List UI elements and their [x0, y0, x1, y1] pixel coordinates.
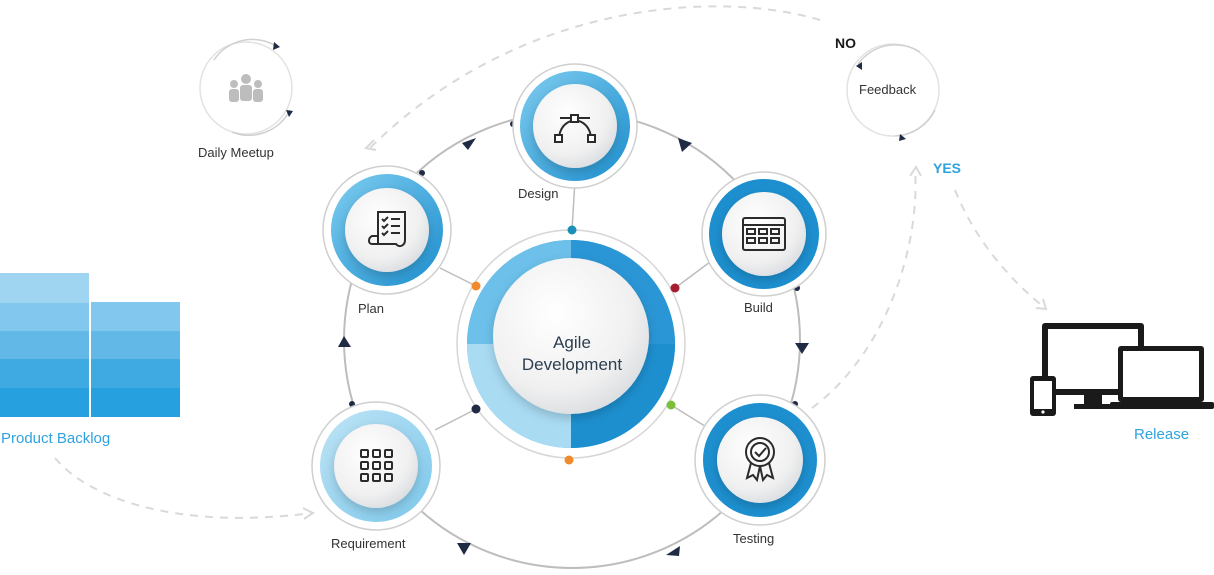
center-hub [456, 229, 686, 459]
browser-window-icon [742, 217, 786, 251]
connector-build [674, 261, 711, 289]
center-title-line2: Development [521, 355, 623, 374]
stage-label-design: Design [518, 186, 559, 201]
stage-requirement[interactable] [311, 401, 441, 531]
feedback-label: Feedback [859, 82, 917, 97]
hub-dot-left-lower [471, 404, 481, 414]
arrow-head-plan [363, 139, 377, 151]
cycle-arrow-5 [338, 336, 351, 347]
award-badge-icon [745, 437, 775, 483]
flow-dashed-feedback-to-plan [369, 5, 821, 149]
flow-dashed-testing-to-yes [811, 169, 917, 409]
cycle-arrow-2 [795, 343, 809, 354]
stage-plan[interactable] [322, 165, 452, 295]
connector-requirement [434, 408, 477, 431]
release-label: Release [1134, 426, 1190, 443]
stage-testing[interactable] [694, 394, 826, 526]
bezier-curve-icon [554, 114, 596, 143]
connector-plan [439, 267, 477, 287]
ring-dot [419, 170, 425, 176]
no-label: NO [835, 35, 856, 51]
stage-build[interactable] [701, 171, 827, 297]
center-title-line1: Agile [553, 333, 591, 352]
checklist-icon [368, 211, 406, 248]
arrow-head-yes [909, 165, 922, 177]
devices-icon [1030, 323, 1214, 416]
stage-label-requirement: Requirement [331, 536, 406, 551]
grid-icon [360, 449, 393, 482]
stage-label-testing: Testing [733, 531, 775, 546]
product-backlog-graphic [0, 273, 180, 417]
cycle-arrow-3 [666, 546, 680, 556]
stage-label-plan: Plan [358, 301, 385, 316]
feedback-node[interactable] [846, 43, 940, 141]
cycle-arrow-6 [462, 138, 476, 150]
stage-label-build: Build [744, 300, 773, 315]
stage-design[interactable] [512, 63, 638, 189]
cycle-arrow-1 [678, 138, 692, 152]
flow-dashed-backlog-to-requirement [54, 457, 313, 519]
center-title: Agile Development [502, 332, 642, 376]
hub-dot-top [567, 225, 577, 235]
yes-label: YES [933, 160, 962, 176]
cycle-arrow-4 [457, 543, 471, 555]
daily-meetup-node[interactable] [199, 38, 293, 136]
connector-testing [670, 404, 709, 429]
hub-dot-left-upper [471, 281, 481, 291]
hub-dot-right-lower [666, 400, 676, 410]
arrow-head-requirement [302, 507, 315, 520]
daily-meetup-label: Daily Meetup [198, 145, 274, 160]
product-backlog-label: Product Backlog [1, 430, 111, 447]
flow-dashed-yes-to-release [954, 189, 1046, 309]
hub-dot-bottom [564, 455, 574, 465]
arrow-head-release [1035, 298, 1048, 311]
team-icon [229, 74, 263, 102]
hub-dot-right-upper [670, 283, 680, 293]
